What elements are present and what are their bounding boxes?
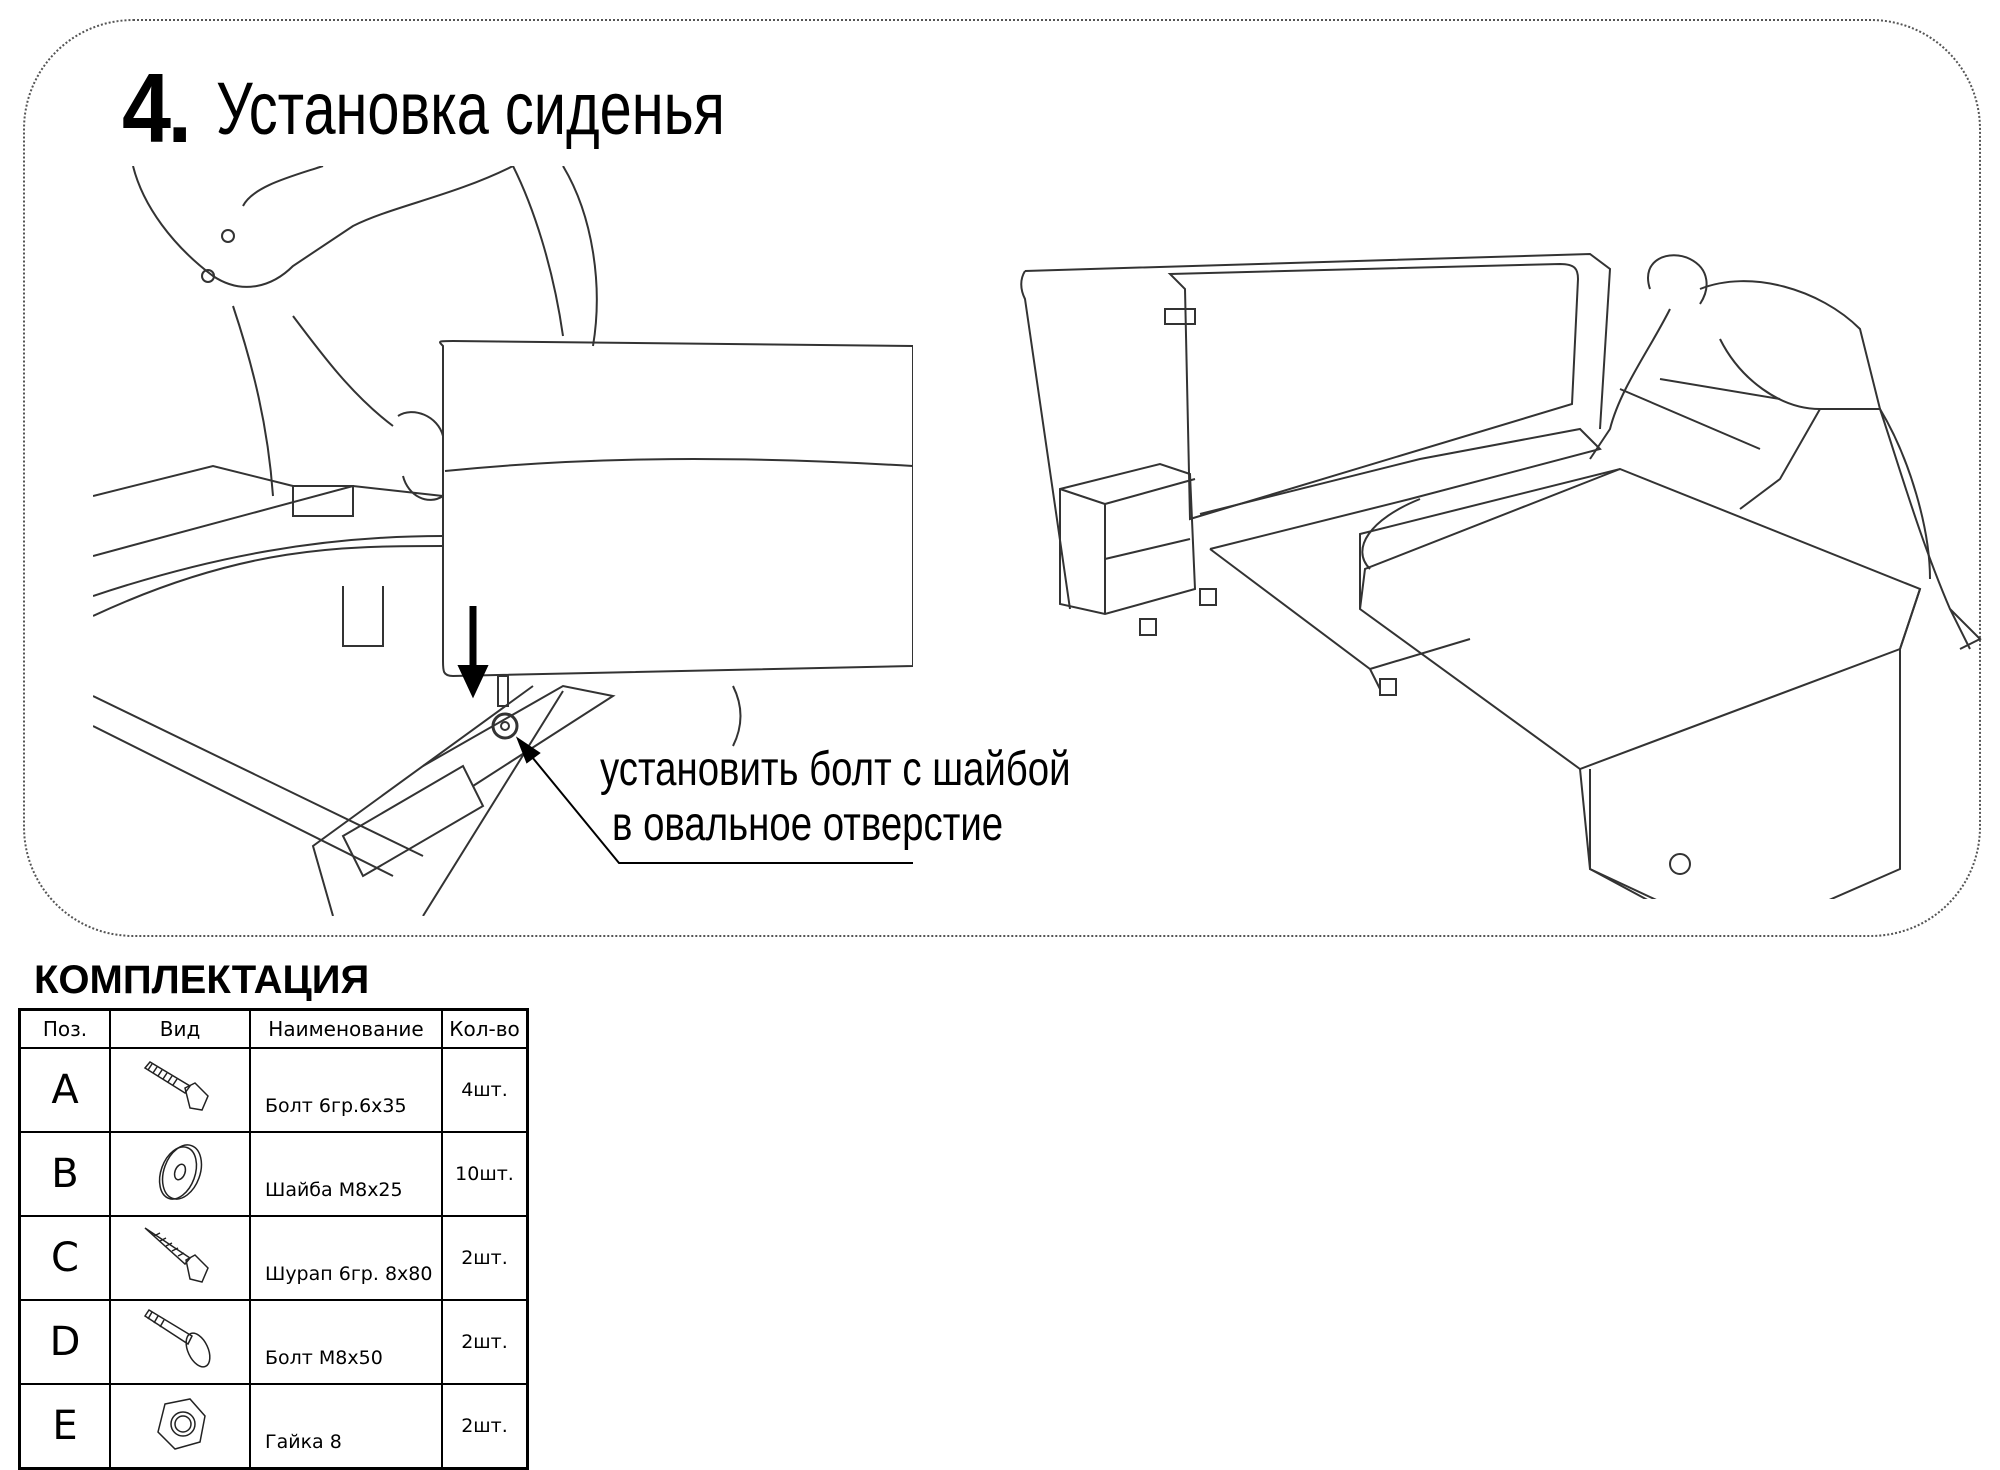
table-row: C Шурап 6гр. 8x80 2шт.: [18, 1215, 529, 1301]
hex-screw-icon: [144, 1227, 209, 1283]
row-name: Шурап 6гр. 8x80: [249, 1215, 443, 1301]
kit-title: КОМПЛЕКТАЦИЯ: [34, 958, 370, 1002]
table-row: B Шайба М8x25 10шт.: [18, 1131, 529, 1217]
row-quantity: 2шт.: [441, 1383, 529, 1470]
step-frame: [23, 19, 1981, 937]
row-position: A: [18, 1047, 111, 1133]
table-row: D Болт М8x50 2шт.: [18, 1299, 529, 1385]
table-row: A Болт 6гр.6x35 4шт.: [18, 1047, 529, 1133]
hex-bolt-icon: [143, 1061, 209, 1111]
row-name: Болт М8x50: [249, 1299, 443, 1385]
row-quantity: 10шт.: [441, 1131, 529, 1217]
header-position: Поз.: [18, 1008, 111, 1049]
bed-seat-placement-illustration: [1020, 252, 1982, 899]
row-name: Гайка 8: [249, 1383, 443, 1470]
hex-nut-icon: [157, 1398, 206, 1450]
seat-installation-closeup-illustration: [93, 166, 913, 916]
header-quantity: Кол-во: [441, 1008, 529, 1049]
table-header-row: Поз. Вид Наименование Кол-во: [18, 1008, 529, 1049]
carriage-bolt-icon: [143, 1308, 211, 1368]
row-position: E: [18, 1383, 111, 1470]
header-view: Вид: [109, 1008, 251, 1049]
row-quantity: 2шт.: [441, 1299, 529, 1385]
annotation-line-2: в овальное отверстие: [612, 798, 1004, 851]
washer-icon: [158, 1144, 203, 1200]
row-position: B: [18, 1131, 111, 1217]
step-title: Установка сиденья: [216, 67, 725, 150]
table-row: E Гайка 8 2шт.: [18, 1383, 529, 1470]
header-name: Наименование: [249, 1008, 443, 1049]
row-quantity: 4шт.: [441, 1047, 529, 1133]
parts-table: Поз. Вид Наименование Кол-во A Болт 6гр.…: [18, 1008, 529, 1470]
row-position: D: [18, 1299, 111, 1385]
row-name: Шайба М8x25: [249, 1131, 443, 1217]
row-name: Болт 6гр.6x35: [249, 1047, 443, 1133]
row-position: C: [18, 1215, 111, 1301]
annotation-line-1: установить болт с шайбой: [600, 743, 1071, 796]
row-quantity: 2шт.: [441, 1215, 529, 1301]
step-number: 4.: [122, 53, 192, 163]
